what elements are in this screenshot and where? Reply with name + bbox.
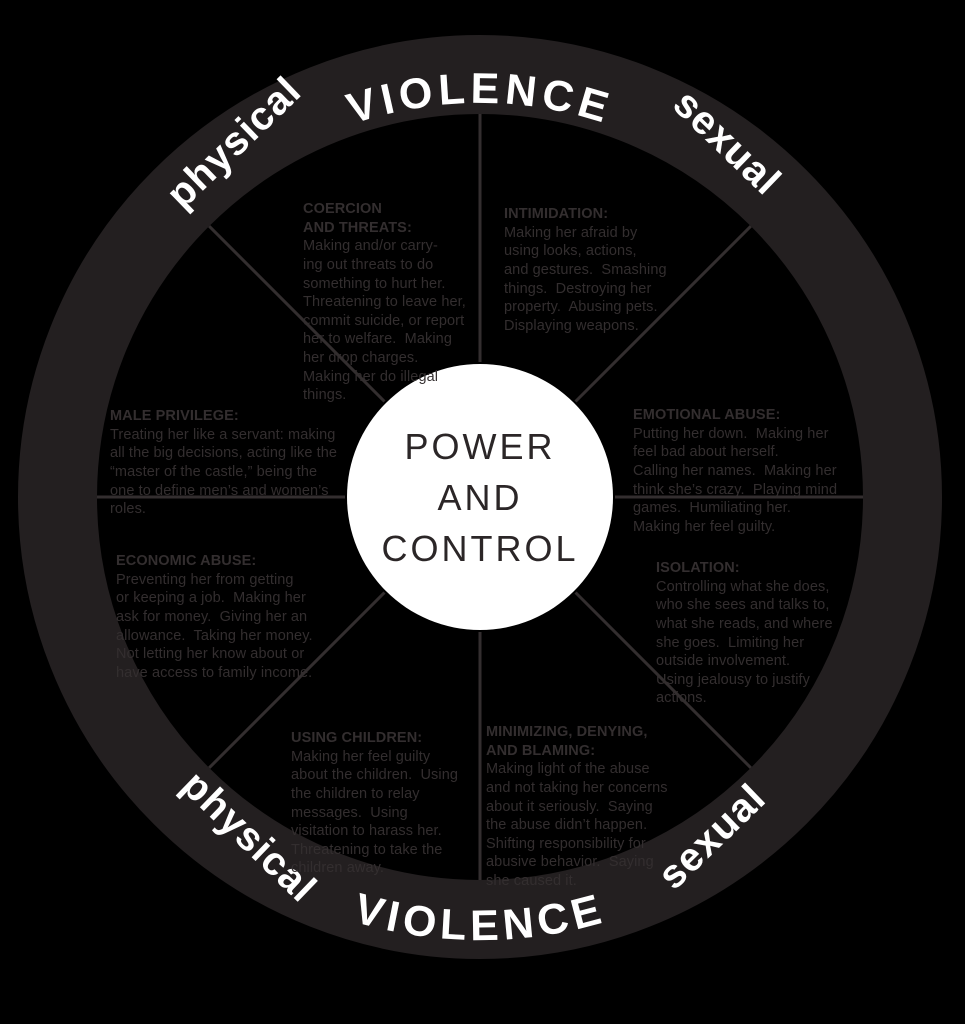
spoke-line [574,225,752,403]
segment-title: MINIMIZING, DENYING, AND BLAMING: [486,724,648,759]
outer-ring [18,35,942,959]
spoke-lines [97,114,863,880]
segment-minimizing-denying-blaming: MINIMIZING, DENYING, AND BLAMING:Making … [486,686,668,928]
segment-isolation: ISOLATION:Controlling what she does, who… [656,522,833,745]
segment-economic-abuse: ECONOMIC ABUSE:Preventing her from getti… [116,515,313,720]
center-title-line-1: POWER [404,426,555,467]
segment-title: ECONOMIC ABUSE: [116,553,257,570]
segment-coercion-threats: COERCION AND THREATS:Making and/or carry… [303,163,466,442]
segment-body: Controlling what she does, who she sees … [656,578,833,707]
segment-title: EMOTIONAL ABUSE: [633,407,781,424]
segment-male-privilege: MALE PRIVILEGE:Treating her like a serva… [110,370,337,556]
segment-body: Treating her like a servant: making all … [110,426,338,518]
segment-body: Making her afraid by using looks, action… [504,224,667,334]
segment-body: Putting her down. Making her feel bad ab… [633,425,838,535]
segment-body: Making her feel guilty about the childre… [291,748,459,877]
segment-intimidation: INTIMIDATION:Making her afraid by using … [504,168,667,373]
center-title-line-2: AND [437,477,522,518]
spoke-line [208,225,386,403]
segment-body: Making light of the abuse and not taking… [486,761,668,889]
segment-body: Preventing her from getting or keeping a… [116,571,313,681]
segment-body: Making and/or carry- ing out threats to … [303,238,466,404]
spoke-line [574,591,752,769]
segment-title: USING CHILDREN: [291,730,423,747]
segment-title: ISOLATION: [656,560,740,577]
spoke-line [208,591,386,769]
segment-using-children: USING CHILDREN:Making her feel guilty ab… [291,692,458,915]
segment-emotional-abuse: EMOTIONAL ABUSE:Putting her down. Making… [633,369,837,574]
center-title-line-3: CONTROL [381,528,578,569]
segment-title: INTIMIDATION: [504,206,609,223]
segment-title: MALE PRIVILEGE: [110,408,239,425]
segment-title: COERCION AND THREATS: [303,201,412,236]
center-circle [347,364,613,630]
